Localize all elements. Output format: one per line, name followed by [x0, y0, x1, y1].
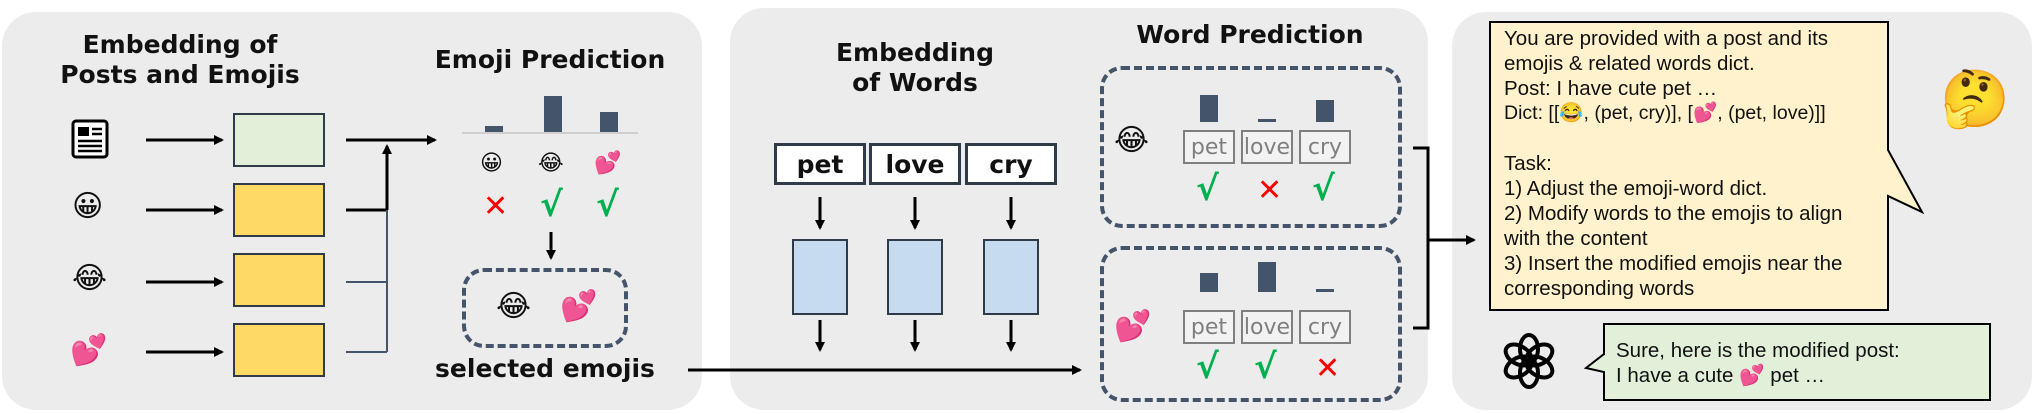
two-hearts-icon: 💕: [560, 289, 598, 324]
word-prediction-title: Word Prediction: [1136, 20, 1364, 49]
tears-of-joy-icon: 😂: [72, 261, 108, 296]
word-score-bar: [1200, 95, 1218, 122]
prompt-line: 1) Adjust the emoji-word dict.: [1504, 177, 1768, 200]
emoji-prediction-baseline: [462, 132, 638, 134]
word-embedding-box: [983, 239, 1039, 315]
post-embedding-box: [233, 113, 325, 167]
prompt-line: 2) Modify words to the emojis to align: [1504, 202, 1843, 225]
prompt-line: Dict: [[😂, (pet, cry)], [💕, (pet, love)]…: [1504, 102, 1826, 124]
word-embedding-box: [792, 239, 848, 315]
prompt-text: You are provided with a post and its emo…: [1504, 26, 1884, 301]
two-hearts-icon: 💕: [70, 333, 108, 368]
word-score-bar: [1316, 289, 1334, 292]
prompt-line: [1504, 126, 1884, 151]
check-icon: √: [1196, 347, 1219, 387]
cross-icon: ✕: [1257, 173, 1283, 208]
openai-logo-icon: [1496, 328, 1562, 394]
prompt-line: with the content: [1504, 227, 1648, 250]
cross-icon: ✕: [483, 189, 509, 224]
panel2-title: Embedding of Words: [800, 38, 1030, 98]
emoji-embedding-box: [233, 323, 325, 377]
panel1-title: Embedding of Posts and Emojis: [60, 30, 300, 90]
word-score-bar: [1258, 119, 1276, 122]
prompt-line: Task:: [1504, 152, 1552, 175]
word-score-bar: [1316, 100, 1334, 122]
panel2-title-line1: Embedding: [835, 38, 995, 67]
response-line: Sure, here is the modified post:: [1616, 339, 1900, 362]
tears-of-joy-icon: 😂: [538, 151, 564, 176]
check-icon: √: [540, 185, 563, 225]
emoji-embedding-box: [233, 253, 325, 307]
panel2-title-line2: of Words: [852, 68, 978, 97]
thinking-face-icon: 🤔: [1940, 67, 2010, 132]
check-icon: √: [1196, 169, 1219, 209]
word-box-cry: cry: [965, 143, 1057, 185]
word-prediction-group-tears-of-joy: [1100, 66, 1402, 228]
tears-of-joy-icon: 😂: [496, 289, 532, 324]
emoji-embedding-box: [233, 183, 325, 237]
prompt-line: Post: I have cute pet …: [1504, 77, 1718, 100]
selected-emojis-label: selected emojis: [435, 354, 655, 383]
emoji-score-bar: [600, 112, 618, 132]
candidate-word: love: [1241, 130, 1293, 164]
selected-emojis-box: [462, 268, 628, 348]
prompt-line: You are provided with a post and its: [1504, 27, 1829, 50]
candidate-word: cry: [1299, 310, 1351, 344]
emoji-score-bar: [485, 126, 503, 132]
emoji-score-bar: [544, 96, 562, 132]
word-box-love: love: [869, 143, 961, 185]
word-embedding-box: [887, 239, 943, 315]
candidate-word: cry: [1299, 130, 1351, 164]
cross-icon: ✕: [1315, 351, 1341, 386]
word-prediction-group-two-hearts: [1100, 246, 1402, 402]
grinning-face-icon: 😀: [480, 151, 503, 176]
word-score-bar: [1200, 273, 1218, 292]
word-score-bar: [1258, 262, 1276, 292]
emoji-prediction-title: Emoji Prediction: [434, 45, 666, 74]
tears-of-joy-icon: 😂: [1114, 123, 1150, 158]
prompt-line: corresponding words: [1504, 277, 1695, 300]
newspaper-icon: [70, 118, 110, 160]
prompt-line: 3) Insert the modified emojis near the: [1504, 252, 1843, 275]
response-line: I have a cute 💕 pet …: [1616, 364, 1825, 387]
check-icon: √: [1254, 347, 1277, 387]
two-hearts-icon: 💕: [1114, 309, 1152, 344]
grinning-face-icon: 😀: [72, 189, 104, 224]
response-text: Sure, here is the modified post: I have …: [1616, 338, 1986, 388]
candidate-word: pet: [1183, 130, 1235, 164]
two-hearts-icon: 💕: [594, 151, 622, 176]
panel1-title-line1: Embedding of: [82, 30, 278, 59]
check-icon: √: [1312, 169, 1335, 209]
prompt-line: emojis & related words dict.: [1504, 52, 1755, 75]
panel1-title-line2: Posts and Emojis: [60, 60, 300, 89]
check-icon: √: [596, 185, 619, 225]
candidate-word: pet: [1183, 310, 1235, 344]
candidate-word: love: [1241, 310, 1293, 344]
word-box-pet: pet: [774, 143, 866, 185]
